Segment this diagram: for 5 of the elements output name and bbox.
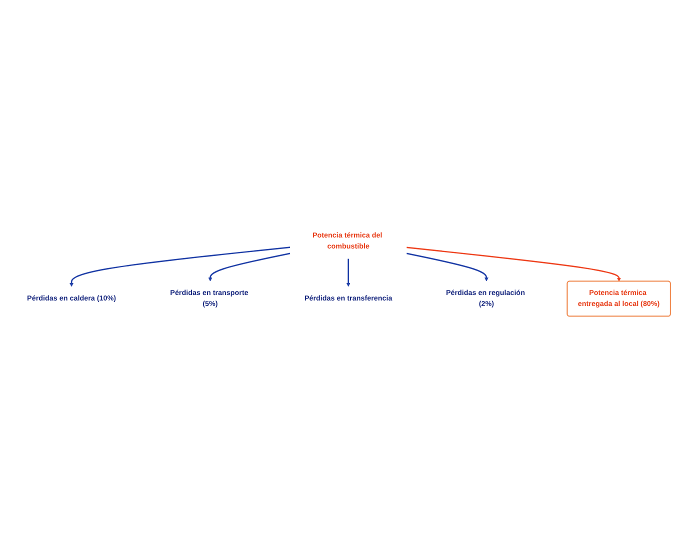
arrow: [208, 252, 290, 282]
arrow: [406, 246, 621, 282]
arrow: [406, 252, 488, 282]
arrow: [70, 246, 290, 287]
arrow: [346, 258, 350, 287]
